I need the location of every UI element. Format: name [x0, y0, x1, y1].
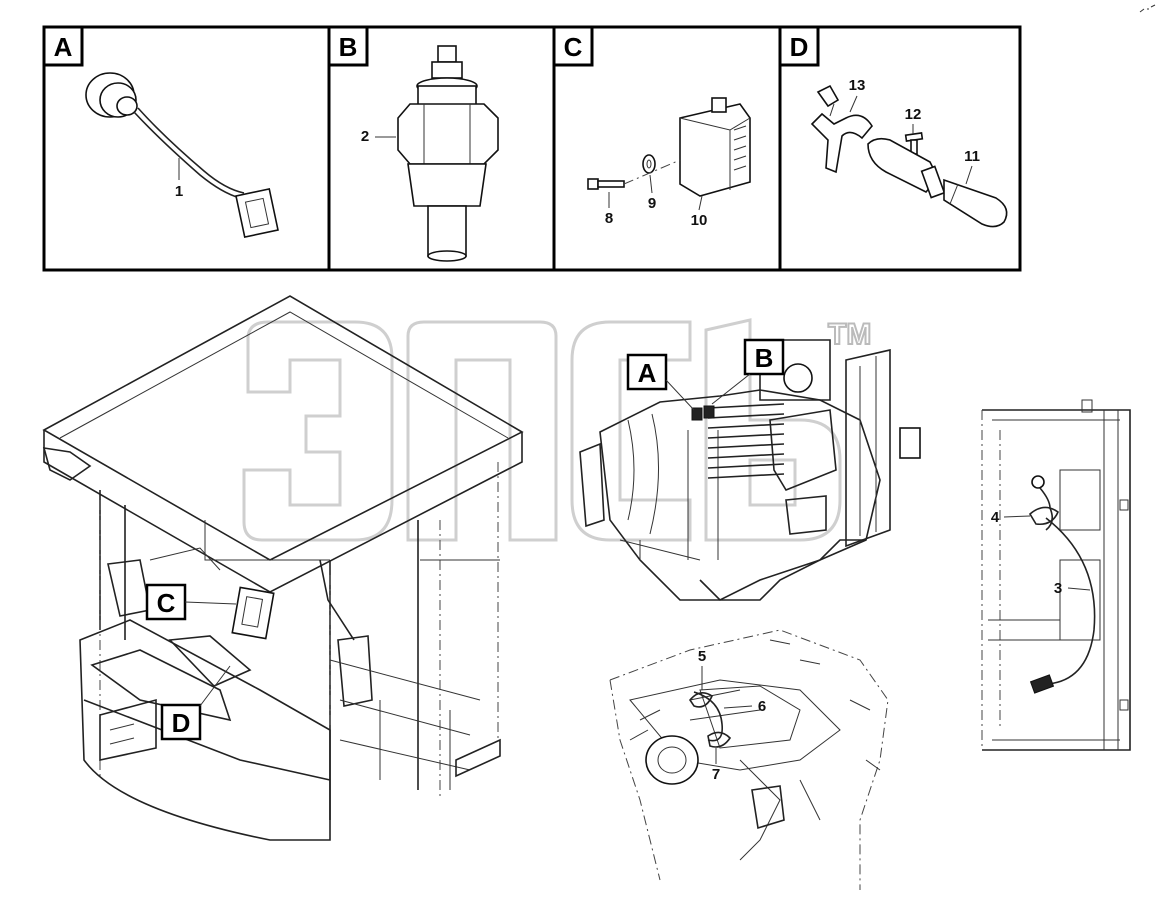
- part-label-10: 10: [691, 212, 708, 229]
- panel-a-label: A: [54, 32, 73, 62]
- part-label-3: 3: [1054, 580, 1062, 597]
- callout-c: C: [145, 583, 237, 621]
- part-label-5: 5: [698, 648, 706, 665]
- panel-c: C 8 9 10: [552, 25, 751, 229]
- part-label-7: 7: [712, 766, 720, 783]
- panel-b: B 2: [327, 25, 499, 262]
- callout-d-label: D: [172, 708, 191, 738]
- panel-d-label: D: [790, 32, 809, 62]
- temperature-sensor-cable: [1028, 475, 1096, 694]
- part-label-11: 11: [964, 148, 980, 165]
- part-label-4: 4: [991, 509, 1000, 526]
- sensor-cable-assembly: [85, 72, 279, 239]
- screw: [904, 132, 924, 155]
- cab-illustration: [42, 295, 524, 841]
- panel-d: D 13 12 11: [778, 25, 1008, 228]
- part-label-12: 12: [905, 106, 922, 123]
- watermark-tm: TM: [828, 318, 871, 351]
- callout-engine-b: B: [711, 338, 785, 405]
- part-label-6: 6: [758, 698, 766, 715]
- callout-engine-b-label: B: [755, 343, 774, 373]
- callout-c-label: C: [157, 588, 176, 618]
- part-label-2: 2: [361, 128, 369, 145]
- callout-engine-a: A: [626, 353, 695, 411]
- callout-engine-a-label: A: [638, 358, 657, 388]
- control-module: [679, 97, 751, 197]
- panel-c-label: C: [564, 32, 583, 62]
- mounting-bolt: [587, 178, 625, 190]
- part-label-1: 1: [175, 183, 183, 200]
- sensor-probe: [867, 137, 1008, 228]
- panel-b-label: B: [339, 32, 358, 62]
- callout-d: D: [160, 665, 231, 741]
- chassis-illustration: [609, 629, 889, 890]
- part-label-13: 13: [849, 77, 866, 94]
- pressure-sensor: [397, 45, 499, 262]
- washer: [642, 154, 656, 174]
- bracket: [810, 84, 873, 174]
- corner-mark: [1139, 4, 1156, 13]
- part-label-8: 8: [605, 210, 613, 227]
- watermark-logo: TM: [242, 317, 872, 542]
- panel-a: A 1: [42, 25, 279, 239]
- chassis-sensor-cable: [689, 691, 732, 748]
- part-label-9: 9: [648, 195, 656, 212]
- top-panels: A 1 B: [42, 25, 1022, 272]
- engine-illustration: [579, 339, 921, 601]
- frame-illustration: [981, 399, 1131, 751]
